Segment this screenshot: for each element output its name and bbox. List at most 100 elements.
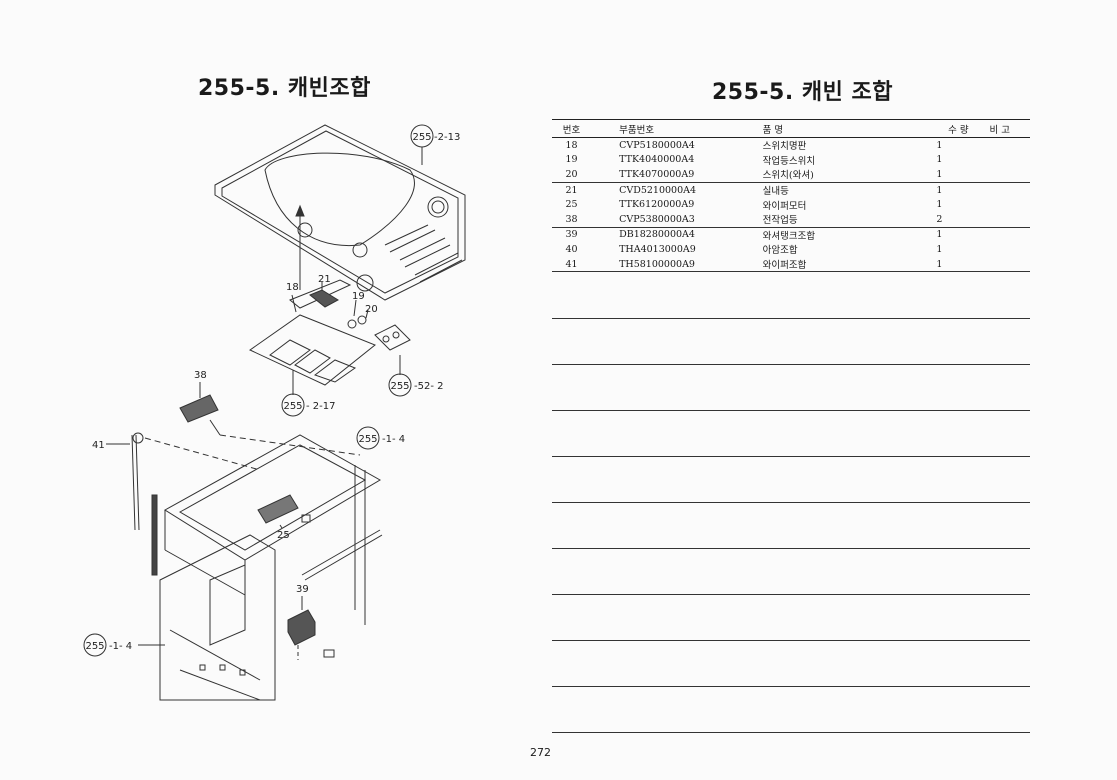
ref-circle-text: 255	[390, 381, 409, 392]
label-25: 25	[277, 530, 290, 541]
ref-circle-text: 255	[85, 641, 104, 652]
empty-row-line	[552, 548, 1030, 549]
empty-row-line	[552, 686, 1030, 687]
cell-part-no: TTK4040000A4	[619, 154, 695, 166]
cell-no: 25	[565, 199, 578, 211]
cell-qty: 1	[936, 154, 943, 166]
cell-qty: 1	[909, 256, 970, 273]
col-header-name: 품 명	[738, 119, 910, 138]
cell-no: 19	[565, 154, 578, 166]
exploded-parts-diagram: 255 -2-13 18 21 19 20 255 - 2-17 255 -52…	[83, 124, 466, 701]
cell-note	[969, 167, 1030, 183]
ref-callout-frame-b: 255 -1- 4	[83, 633, 165, 657]
cell-name: 스위치(와셔)	[738, 167, 910, 183]
cell-name: 와이퍼조합	[738, 256, 910, 273]
ref-top-text: -2-13	[434, 132, 460, 143]
cell-qty: 1	[936, 139, 943, 151]
cell-note	[969, 211, 1030, 228]
col-header-qty: 수 량	[909, 119, 970, 138]
cell-note	[970, 227, 1030, 242]
label-38: 38	[194, 370, 207, 381]
empty-row-line	[552, 318, 1030, 319]
col-header-no: 번호	[552, 119, 592, 138]
ref-circle-text: 255	[283, 401, 302, 412]
cell-note	[970, 153, 1030, 168]
wiper-motor	[257, 494, 311, 529]
ref-frame-a-text: -1- 4	[382, 434, 405, 445]
page-number: 272	[530, 746, 551, 759]
cell-qty: 1	[936, 199, 943, 211]
empty-row-line	[552, 456, 1030, 457]
table-row: 21 CVD5210000A4 실내등 1	[552, 182, 1030, 198]
page-title-left: 255-5. 캐빈조합	[198, 76, 371, 101]
empty-row-line	[552, 594, 1030, 595]
page-title-right: 255-5. 캐빈 조합	[712, 80, 893, 105]
label-19: 19	[352, 291, 365, 302]
work-light	[179, 394, 361, 456]
cell-name: 와셔탱크조합	[762, 230, 816, 242]
table-header-row: 번호 부품번호 품 명 수 량 비 고	[552, 119, 1030, 138]
cell-name: 실내등	[762, 186, 789, 198]
cell-no: 41	[552, 256, 592, 273]
cell-qty: 1	[909, 167, 970, 183]
table-row: 40 THA4013000A9 아암조합 1	[552, 242, 1030, 257]
switch-plate	[249, 279, 411, 386]
cell-qty: 1	[936, 184, 943, 196]
empty-row-line	[552, 732, 1030, 733]
roof-panel	[214, 124, 466, 301]
ref-mid-a-text: - 2-17	[306, 401, 335, 412]
cell-part-no: TTK4070000A9	[591, 167, 739, 183]
cell-no: 38	[552, 211, 592, 228]
col-header-note: 비 고	[969, 119, 1030, 138]
cell-note	[969, 256, 1030, 273]
cell-qty: 2	[909, 211, 970, 228]
cell-no: 40	[565, 243, 578, 255]
cell-name: 와이퍼모터	[762, 200, 807, 212]
ref-mid-b-text: -52- 2	[414, 381, 443, 392]
ref-circle-text: 255	[358, 434, 377, 445]
cell-part-no: CVD5210000A4	[619, 184, 697, 196]
table-row: 25 TTK6120000A9 와이퍼모터 1	[552, 197, 1030, 212]
cell-name: 전작업등	[738, 211, 910, 228]
cell-note	[970, 138, 1030, 153]
cell-part-no: TTK6120000A9	[619, 199, 695, 211]
ref-circle-text: 255	[412, 132, 431, 143]
ref-callout-mid-a: 255 - 2-17	[281, 370, 335, 417]
cell-no: 18	[565, 139, 578, 151]
table-row: 39 DB18280000A4 와셔탱크조합 1	[552, 227, 1030, 242]
label-41: 41	[92, 440, 105, 451]
label-18: 18	[286, 282, 299, 293]
cell-part-no: CVP5180000A4	[619, 139, 695, 151]
cell-no: 20	[552, 167, 592, 183]
cell-name: 아암조합	[762, 245, 798, 257]
cell-note	[970, 242, 1030, 257]
label-20: 20	[365, 304, 378, 315]
label-21: 21	[318, 274, 331, 285]
washer-tank	[287, 609, 335, 660]
ref-callout-mid-b: 255 -52- 2	[388, 355, 443, 397]
ref-frame-b-text: -1- 4	[109, 641, 132, 652]
empty-row-line	[552, 502, 1030, 503]
cell-note	[970, 182, 1030, 197]
ref-callout-top: 255 -2-13	[410, 124, 460, 165]
label-39: 39	[296, 584, 309, 595]
cell-no: 39	[565, 229, 578, 241]
cell-qty: 1	[936, 229, 943, 241]
empty-row-line	[552, 410, 1030, 411]
cell-part-no: DB18280000A4	[619, 229, 695, 241]
cell-note	[970, 197, 1030, 212]
cell-part-no: CVP5380000A3	[591, 211, 739, 228]
wiper-arm	[131, 432, 261, 576]
cabin-frame	[159, 434, 383, 701]
col-header-part-no: 부품번호	[591, 119, 739, 138]
cell-qty: 1	[936, 243, 943, 255]
cell-part-no: THA4013000A9	[619, 243, 696, 255]
cell-part-no: TH58100000A9	[591, 256, 739, 273]
cell-no: 21	[565, 184, 578, 196]
empty-row-line	[552, 640, 1030, 641]
